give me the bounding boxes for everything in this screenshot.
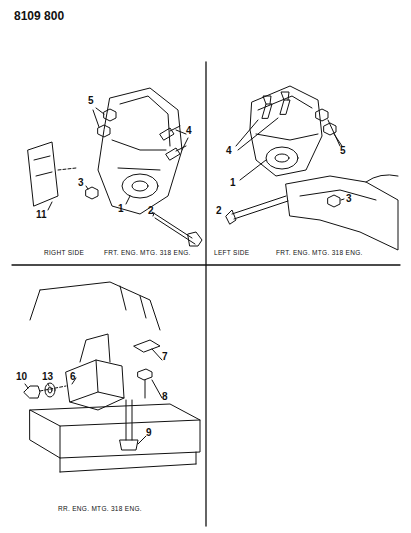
callout-number: 13 xyxy=(42,372,53,382)
callout-number: 8 xyxy=(162,392,168,402)
view-caption: LEFT SIDE xyxy=(214,250,249,257)
callout-number: 5 xyxy=(88,96,94,106)
callout-number: 3 xyxy=(346,194,352,204)
callout-number: 3 xyxy=(78,178,84,188)
callout-number: 4 xyxy=(226,146,232,156)
callout-number: 9 xyxy=(146,428,152,438)
callout-number: 10 xyxy=(16,372,27,382)
callout-number: 2 xyxy=(216,206,222,216)
view-caption: RIGHT SIDE xyxy=(44,250,84,257)
view-caption: FRT. ENG. MTG. 318 ENG. xyxy=(276,250,363,257)
figure-number: 8109 800 xyxy=(14,10,64,22)
callout-number: 7 xyxy=(162,352,168,362)
callout-number: 1 xyxy=(118,204,124,214)
callout-number: 1 xyxy=(230,178,236,188)
view-caption: RR. ENG. MTG. 318 ENG. xyxy=(58,506,142,513)
view-caption: FRT. ENG. MTG. 318 ENG. xyxy=(104,250,191,257)
callout-number: 4 xyxy=(186,126,192,136)
callout-number: 5 xyxy=(340,146,346,156)
callout-number: 2 xyxy=(148,206,154,216)
callout-number: 6 xyxy=(70,372,76,382)
callout-number: 11 xyxy=(36,210,47,220)
